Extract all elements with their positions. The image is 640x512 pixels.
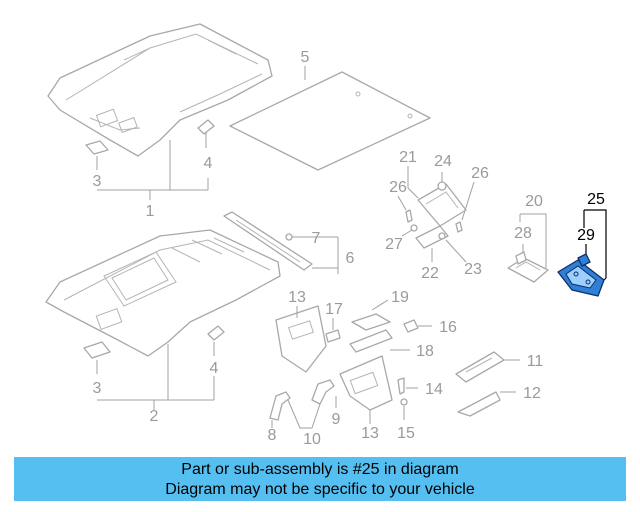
clip-part-top xyxy=(197,119,215,135)
hook-part-16 xyxy=(403,319,419,333)
callout-3-top: 3 xyxy=(93,173,102,190)
banner-line-1: Part or sub-assembly is #25 in diagram xyxy=(181,461,459,478)
callout-19: 19 xyxy=(391,289,409,306)
callout-1: 1 xyxy=(146,203,155,220)
parts-diagram: 3 4 1 5 7 6 3 4 2 13 xyxy=(45,23,607,448)
callout-21: 21 xyxy=(399,149,417,166)
visor-clip-part-17 xyxy=(325,329,341,343)
screw-part-26-left xyxy=(405,209,413,223)
banner-line-2: Diagram may not be specific to your vehi… xyxy=(165,481,475,498)
callout-11: 11 xyxy=(527,353,544,370)
callout-9: 9 xyxy=(332,411,341,428)
bulb-part-28 xyxy=(515,251,527,265)
callout-28: 28 xyxy=(514,225,532,242)
lamp-lens-part-19 xyxy=(351,313,391,331)
callout-3-bottom: 3 xyxy=(93,380,102,397)
sun-visor-part-upper xyxy=(275,305,327,373)
callout-20: 20 xyxy=(525,193,543,210)
callout-22: 22 xyxy=(421,265,439,282)
vanity-mirror-part-18 xyxy=(349,329,393,353)
map-lamp-part-20 xyxy=(507,257,549,283)
callout-12: 12 xyxy=(523,385,541,402)
bulb-part-24 xyxy=(437,181,447,191)
callout-29: 29 xyxy=(577,227,595,244)
callout-4-bottom: 4 xyxy=(210,360,219,377)
callout-7: 7 xyxy=(312,230,321,247)
callout-26-left: 26 xyxy=(389,179,407,196)
callout-8: 8 xyxy=(268,427,277,444)
callout-10: 10 xyxy=(303,431,321,448)
screw-part-26-right xyxy=(455,221,463,233)
callout-15: 15 xyxy=(397,425,415,442)
console-part-21 xyxy=(417,183,467,227)
callout-14: 14 xyxy=(425,381,443,398)
screw-part-14 xyxy=(397,377,405,395)
callout-13-bottom: 13 xyxy=(361,425,379,442)
callout-4-top: 4 xyxy=(204,155,213,172)
bracket-part-12 xyxy=(457,391,501,417)
callout-17: 17 xyxy=(325,301,343,318)
callout-26-right: 26 xyxy=(471,165,489,182)
sun-visor-part-lower xyxy=(339,355,393,411)
callout-25: 25 xyxy=(587,191,605,208)
callout-27: 27 xyxy=(385,236,403,253)
callout-18: 18 xyxy=(416,343,434,360)
clip-part-7 xyxy=(285,233,293,241)
callout-24: 24 xyxy=(434,153,452,170)
clip-part-bottom xyxy=(207,325,225,341)
grab-handle-part-8 xyxy=(269,391,291,421)
highlighted-lamp-assembly-part-25 xyxy=(557,259,605,297)
callout-2: 2 xyxy=(150,408,159,425)
sun-visor-holder-part-top xyxy=(85,140,109,155)
grab-handle-part-9 xyxy=(311,379,335,405)
callout-6: 6 xyxy=(346,250,355,267)
bulb-part-23 xyxy=(438,232,446,240)
callout-16: 16 xyxy=(439,319,457,336)
highlighted-bulb-part-29 xyxy=(577,253,591,267)
roof-rail-trim-part xyxy=(223,211,313,271)
washer-part-15 xyxy=(400,398,408,406)
roof-panel-part xyxy=(229,71,431,171)
callout-13-top: 13 xyxy=(288,289,306,306)
sun-visor-holder-part-bottom xyxy=(83,341,111,359)
info-banner: Part or sub-assembly is #25 in diagram D… xyxy=(14,457,626,501)
dome-lamp-part-11 xyxy=(455,351,505,383)
console-lens-part-22 xyxy=(415,225,449,249)
callout-23: 23 xyxy=(464,261,482,278)
clip-part-27 xyxy=(410,224,418,232)
callout-5: 5 xyxy=(301,49,310,66)
headliner-sunroof-part xyxy=(45,229,281,357)
headliner-part xyxy=(47,23,273,157)
